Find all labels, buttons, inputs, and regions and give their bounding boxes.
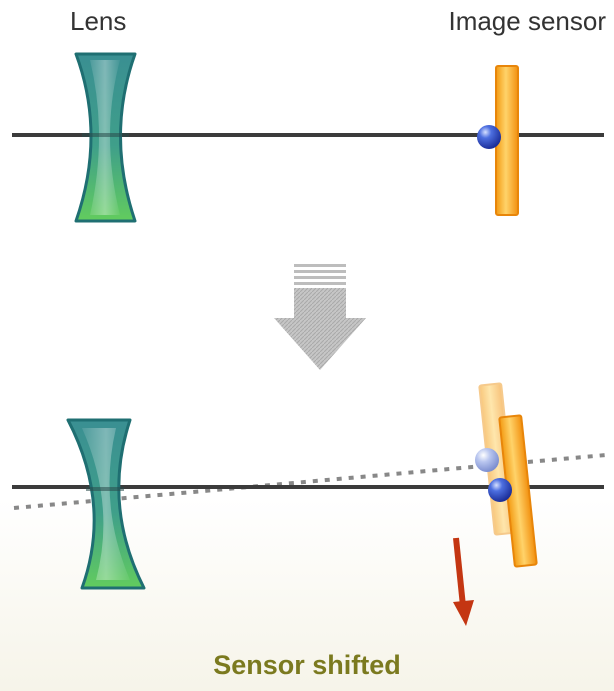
shift-direction-arrow-icon — [453, 537, 474, 626]
lens-bottom — [66, 418, 146, 590]
bottom-panel — [12, 382, 607, 626]
focus-point-top — [477, 125, 501, 149]
caption-sensor-shifted: Sensor shifted — [213, 650, 401, 680]
focus-point-original — [475, 448, 499, 472]
lens-top — [74, 52, 137, 223]
top-panel — [12, 52, 604, 223]
lens-label: Lens — [70, 6, 127, 36]
image-sensor-label: Image sensor — [448, 6, 606, 36]
down-arrow-icon — [274, 264, 366, 370]
focus-point-shifted — [488, 478, 512, 502]
